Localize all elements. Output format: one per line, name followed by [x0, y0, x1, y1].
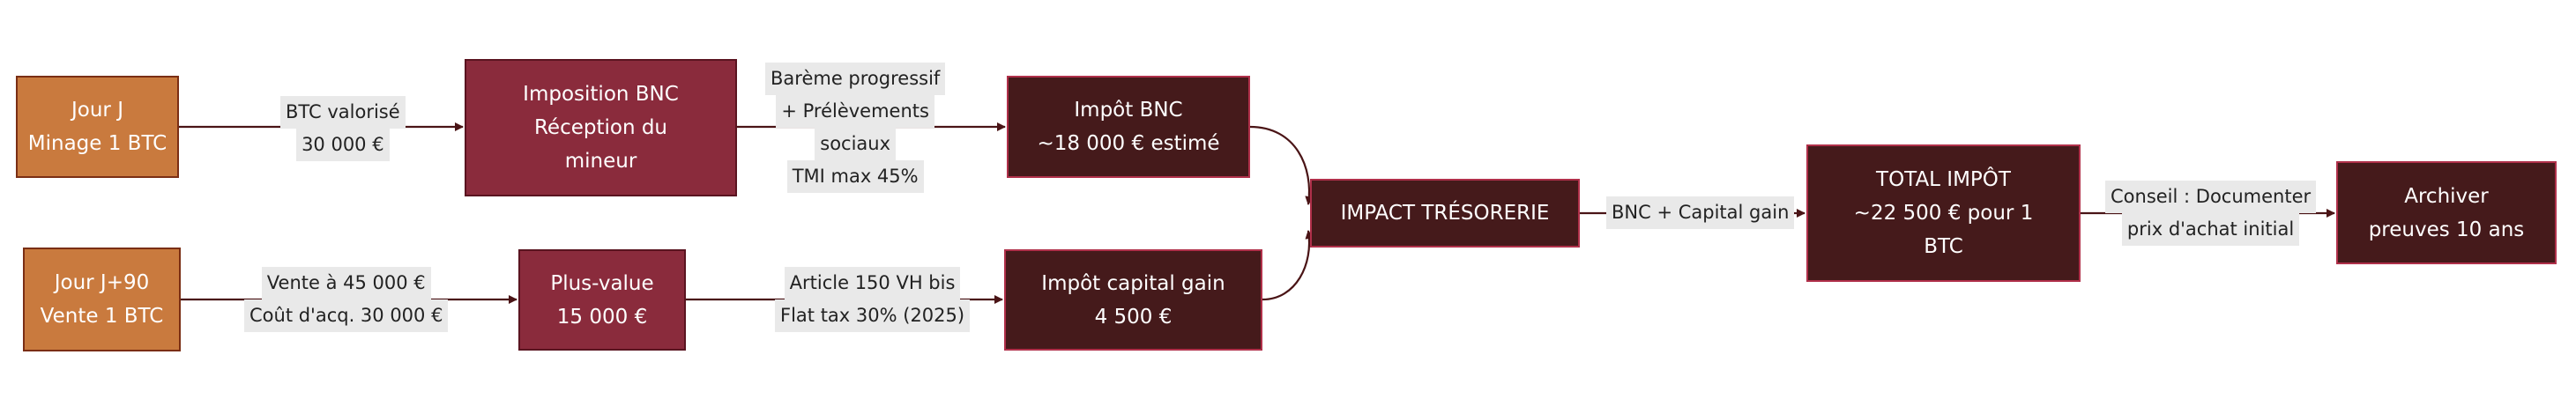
- node-total-impot: TOTAL IMPÔT ~22 500 € pour 1 BTC: [1806, 144, 2081, 282]
- node-imposition-bnc-line2: Réception du: [533, 116, 668, 139]
- edge-label-vente: Vente à 45 000 € Coût d'acq. 30 000 €: [244, 267, 449, 332]
- node-archiver: Archiver preuves 10 ans: [2336, 161, 2557, 264]
- edge-label-bareme-line4: TMI max 45%: [786, 160, 924, 193]
- node-jour-j-line2: Minage 1 BTC: [27, 132, 168, 155]
- node-impot-capital-gain: Impôt capital gain 4 500 €: [1004, 249, 1262, 351]
- edge-impotbnc-to-impact: [1249, 125, 1314, 205]
- node-imposition-bnc: Imposition BNC Réception du mineur: [465, 59, 737, 196]
- edge-label-bareme-line2: + Prélèvements: [776, 95, 934, 128]
- edge-label-btc-valorise-line1: BTC valorisé: [280, 96, 406, 129]
- node-impact-tresorerie: IMPACT TRÉSORERIE: [1310, 179, 1580, 248]
- node-impot-capital-gain-line2: 4 500 €: [1094, 305, 1173, 329]
- node-total-impot-line3: BTC: [1924, 235, 1963, 258]
- node-plus-value-line1: Plus-value: [550, 271, 654, 295]
- edge-label-article-150: Article 150 VH bis Flat tax 30% (2025): [775, 267, 971, 332]
- edge-label-btc-valorise-line2: 30 000 €: [296, 129, 390, 161]
- edge-label-conseil-line2: prix d'achat initial: [2121, 213, 2300, 246]
- edge-label-article-150-line1: Article 150 VH bis: [784, 267, 961, 299]
- node-imposition-bnc-line3: mineur: [564, 150, 637, 173]
- node-jour-j: Jour J Minage 1 BTC: [16, 76, 179, 178]
- node-plus-value: Plus-value 15 000 €: [518, 249, 686, 351]
- node-impot-bnc-line2: ~18 000 € estimé: [1037, 132, 1220, 155]
- node-jour-j90: Jour J+90 Vente 1 BTC: [23, 248, 181, 351]
- edge-label-conseil-line1: Conseil : Documenter: [2105, 181, 2317, 213]
- node-impot-capital-gain-line1: Impôt capital gain: [1041, 271, 1225, 295]
- edge-label-bnc-capital-line1: BNC + Capital gain: [1606, 196, 1795, 229]
- edge-label-conseil: Conseil : Documenter prix d'achat initia…: [2105, 181, 2317, 246]
- node-archiver-line2: preuves 10 ans: [2368, 218, 2525, 241]
- node-total-impot-line2: ~22 500 € pour 1: [1853, 202, 2034, 225]
- edge-label-bareme: Barème progressif + Prélèvements sociaux…: [765, 63, 946, 193]
- edge-impotcg-to-impact: [1262, 230, 1314, 301]
- edge-label-btc-valorise: BTC valorisé 30 000 €: [280, 96, 406, 161]
- node-impact-tresorerie-line1: IMPACT TRÉSORERIE: [1340, 202, 1550, 225]
- node-jour-j-line1: Jour J: [71, 99, 123, 122]
- edge-label-vente-line2: Coût d'acq. 30 000 €: [244, 299, 449, 332]
- node-total-impot-line1: TOTAL IMPÔT: [1876, 168, 2011, 191]
- node-imposition-bnc-line1: Imposition BNC: [523, 83, 679, 106]
- node-plus-value-line2: 15 000 €: [556, 305, 648, 329]
- node-jour-j90-line2: Vente 1 BTC: [40, 305, 164, 328]
- node-impot-bnc-line1: Impôt BNC: [1074, 99, 1183, 122]
- node-archiver-line1: Archiver: [2404, 184, 2489, 208]
- edge-label-bnc-capital: BNC + Capital gain: [1606, 196, 1795, 229]
- node-jour-j90-line1: Jour J+90: [54, 271, 150, 294]
- edge-label-article-150-line2: Flat tax 30% (2025): [775, 299, 971, 332]
- edge-label-vente-line1: Vente à 45 000 €: [261, 267, 431, 299]
- edge-label-bareme-line3: sociaux: [815, 128, 897, 160]
- edge-label-bareme-line1: Barème progressif: [765, 63, 946, 95]
- node-impot-bnc: Impôt BNC ~18 000 € estimé: [1007, 76, 1250, 178]
